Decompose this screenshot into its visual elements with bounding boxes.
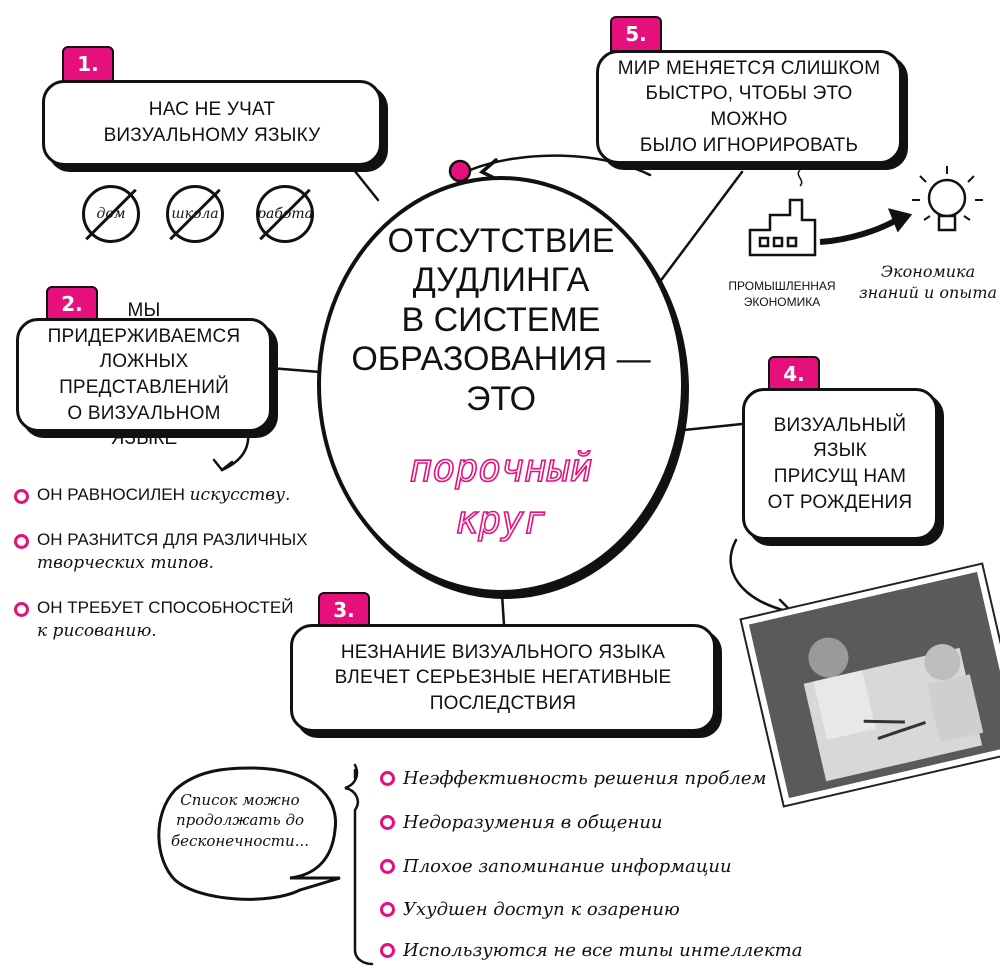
misconception-1-hand: искусству. xyxy=(189,485,291,505)
highlight-vicious: порочный xyxy=(409,445,594,491)
consequence-1: Неэффективность решения проблем xyxy=(380,768,766,789)
sign-school: школа xyxy=(166,185,224,243)
industrial-economy-label: ПРОМЫШЛЕННАЯ ЭКОНОМИКА xyxy=(728,279,836,310)
misconception-1-caps: ОН РАВНОСИЛЕН xyxy=(37,485,185,504)
misconception-2-caps: ОН РАЗНИТСЯ ДЛЯ РАЗЛИЧНЫХ xyxy=(37,530,308,549)
item-1-number: 1. xyxy=(62,46,114,82)
central-title: ОТСУТСТВИЕ ДУДЛИНГА В СИСТЕМЕ ОБРАЗОВАНИ… xyxy=(351,222,651,418)
bullet-icon xyxy=(14,489,29,504)
sign-school-label: школа xyxy=(171,206,219,222)
misconception-2-hand: творческих типов. xyxy=(37,552,214,573)
item-3-text: НЕЗНАНИЕ ВИЗУАЛЬНОГО ЯЗЫКА ВЛЕЧЕТ СЕРЬЕЗ… xyxy=(334,641,672,714)
misconception-3-hand: к рисованию. xyxy=(37,620,157,641)
bullet-icon xyxy=(380,943,395,958)
children-drawing-photo xyxy=(741,564,1000,806)
bullet-icon xyxy=(380,771,395,786)
consequence-2-text: Недоразумения в общении xyxy=(403,812,663,833)
item-1-text: НАС НЕ УЧАТ ВИЗУАЛЬНОМУ ЯЗЫКУ xyxy=(103,99,321,146)
item-5-number: 5. xyxy=(610,16,662,52)
consequence-2: Недоразумения в общении xyxy=(380,812,663,833)
speech-bubble-shape xyxy=(157,766,341,901)
bullet-icon xyxy=(380,902,395,917)
sign-work-label: работа xyxy=(257,206,313,222)
factory-icon xyxy=(748,198,817,257)
misconception-3: ОН ТРЕБУЕТ СПОСОБНОСТЕЙ к рисованию. xyxy=(14,597,314,643)
consequence-5-text: Используются не все типы интеллекта xyxy=(403,940,803,961)
bullet-icon xyxy=(380,815,395,830)
photo-placeholder xyxy=(748,571,1000,799)
connector-1 xyxy=(348,163,380,202)
cycle-start-dot xyxy=(448,159,472,183)
central-circle xyxy=(317,176,685,594)
arrow-to-photo xyxy=(729,538,792,614)
item-4-box: ВИЗУАЛЬНЫЙ ЯЗЫК ПРИСУЩ НАМ ОТ РОЖДЕНИЯ xyxy=(742,388,938,540)
list-brace xyxy=(344,763,374,966)
item-3-box: НЕЗНАНИЕ ВИЗУАЛЬНОГО ЯЗЫКА ВЛЕЧЕТ СЕРЬЕЗ… xyxy=(290,624,716,732)
consequence-5: Используются не все типы интеллекта xyxy=(380,940,802,961)
knowledge-economy-label: Экономика знаний и опыта xyxy=(858,262,998,302)
economy-illustration xyxy=(748,166,983,257)
item-3-number: 3. xyxy=(318,592,370,628)
item-5-text: МИР МЕНЯЕТСЯ СЛИШКОМ БЫСТРО, ЧТОБЫ ЭТО М… xyxy=(617,57,881,156)
connector-4 xyxy=(682,422,744,432)
sign-work: работа xyxy=(256,185,314,243)
misconception-1: ОН РАВНОСИЛЕН искусству. xyxy=(14,484,290,507)
bullet-icon xyxy=(380,859,395,874)
connector-3 xyxy=(500,592,506,627)
item-1-box: НАС НЕ УЧАТ ВИЗУАЛЬНОМУ ЯЗЫКУ xyxy=(42,80,382,166)
misconception-2: ОН РАЗНИТСЯ ДЛЯ РАЗЛИЧНЫХ творческих типо… xyxy=(14,529,314,575)
highlight-circle: круг xyxy=(454,497,547,543)
consequence-4: Ухудшен доступ к озарению xyxy=(380,899,680,920)
connector-5 xyxy=(648,170,744,297)
speech-bubble-text: Список можно продолжать до бесконечности… xyxy=(170,791,309,850)
consequence-1-text: Неэффективность решения проблем xyxy=(403,768,767,789)
consequence-3-text: Плохое запоминание информации xyxy=(403,856,732,877)
bullet-icon xyxy=(14,602,29,617)
sign-home: дом xyxy=(82,185,140,243)
connector-2 xyxy=(268,366,322,374)
item-2-text: МЫ ПРИДЕРЖИВАЕМСЯ ЛОЖНЫХ ПРЕДСТАВЛЕНИЙ О… xyxy=(47,300,241,450)
bullet-icon xyxy=(14,534,29,549)
misconception-3-caps: ОН ТРЕБУЕТ СПОСОБНОСТЕЙ xyxy=(37,598,294,617)
item-4-number: 4. xyxy=(768,356,820,392)
lightbulb-icon xyxy=(927,178,967,218)
consequence-3: Плохое запоминание информации xyxy=(380,856,732,877)
item-4-text: ВИЗУАЛЬНЫЙ ЯЗЫК ПРИСУЩ НАМ ОТ РОЖДЕНИЯ xyxy=(767,414,913,513)
item-5-box: МИР МЕНЯЕТСЯ СЛИШКОМ БЫСТРО, ЧТОБЫ ЭТО М… xyxy=(596,50,902,164)
sign-home-label: дом xyxy=(96,206,126,222)
item-2-box: МЫ ПРИДЕРЖИВАЕМСЯ ЛОЖНЫХ ПРЕДСТАВЛЕНИЙ О… xyxy=(16,300,272,449)
consequence-4-text: Ухудшен доступ к озарению xyxy=(403,899,680,920)
